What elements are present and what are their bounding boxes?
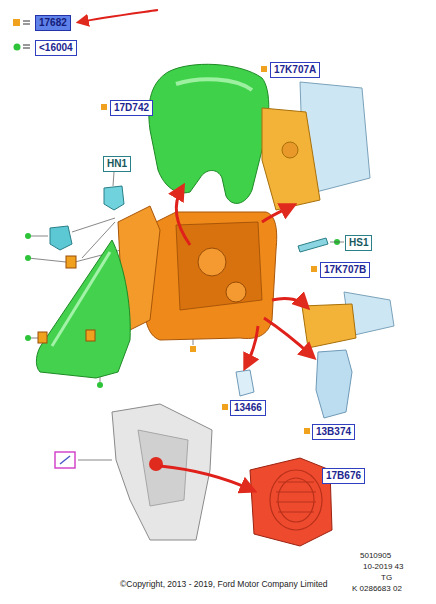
callout-number: 13466 [230, 400, 266, 416]
callout-code: HN1 [103, 156, 131, 172]
callout-number-highlighted: 17682 [35, 15, 71, 31]
callout-text: 17B676 [326, 470, 361, 481]
reference-number: K 0286683 02 [352, 584, 402, 594]
date-code: 10-2019 43 [363, 562, 403, 572]
callout-text: 13466 [234, 402, 262, 413]
code-letters: TG [381, 573, 392, 583]
callout-text: 17682 [39, 17, 67, 28]
callout-code: HS1 [345, 235, 372, 251]
callout-text: 13B374 [316, 426, 351, 437]
pointer-arrow [80, 10, 158, 22]
callout-number: 17K707A [270, 62, 320, 78]
orange-marker [13, 19, 20, 26]
callout-text: <16004 [39, 42, 73, 53]
callout-number: <16004 [35, 40, 77, 56]
callout-text: 17D742 [114, 102, 149, 113]
green-marker [14, 44, 21, 51]
callout-text: 17K707A [274, 64, 316, 75]
callout-text: 17K707B [324, 264, 366, 275]
callout-text: HN1 [107, 158, 127, 169]
callout-text: HS1 [349, 237, 368, 248]
callout-number: 13B374 [312, 424, 355, 440]
callout-number: 17K707B [320, 262, 370, 278]
callout-number: 17D742 [110, 100, 153, 116]
callout-number: 17B676 [322, 468, 365, 484]
copyright-note: ©Copyright, 2013 - 2019, Ford Motor Comp… [120, 579, 328, 589]
drawing-number: 5010905 [360, 551, 391, 561]
